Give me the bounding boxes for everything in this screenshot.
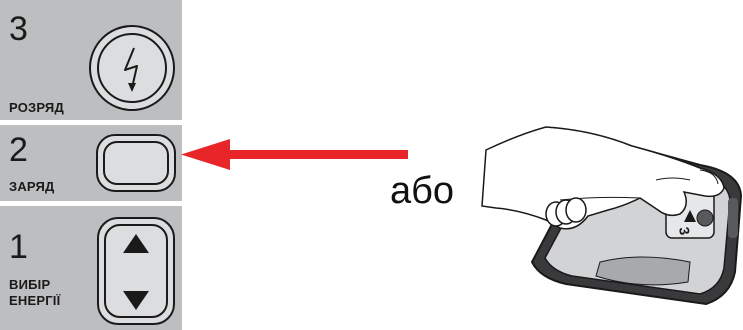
step-1-label-line1: ВИБІР bbox=[9, 277, 51, 292]
shock-button[interactable] bbox=[0, 0, 182, 120]
or-label: або bbox=[390, 170, 455, 212]
paddle-cable bbox=[545, 197, 587, 227]
step-2-panel: 2 ЗАРЯД bbox=[0, 125, 182, 201]
svg-text:3: 3 bbox=[676, 226, 693, 237]
step-1-panel: 1 ВИБІР ЕНЕРГІЇ bbox=[0, 206, 182, 330]
arrow-up-icon[interactable] bbox=[123, 234, 149, 253]
red-pointer-arrow bbox=[181, 139, 408, 170]
step-1-label-line2: ЕНЕРГІЇ bbox=[9, 293, 61, 308]
step-3-label: РОЗРЯД bbox=[9, 100, 64, 115]
charge-button[interactable] bbox=[0, 125, 182, 201]
step-2-label: ЗАРЯД bbox=[9, 179, 55, 194]
arrow-down-icon[interactable] bbox=[123, 291, 149, 310]
step-3-number: 3 bbox=[9, 10, 28, 48]
hand-illustration bbox=[481, 126, 725, 230]
step-3-panel: 3 РОЗРЯД bbox=[0, 0, 182, 120]
shock-bolt-icon bbox=[124, 47, 138, 92]
energy-select-buttons[interactable] bbox=[0, 206, 182, 330]
step-2-number: 2 bbox=[9, 131, 28, 169]
step-1-number: 1 bbox=[9, 228, 28, 266]
